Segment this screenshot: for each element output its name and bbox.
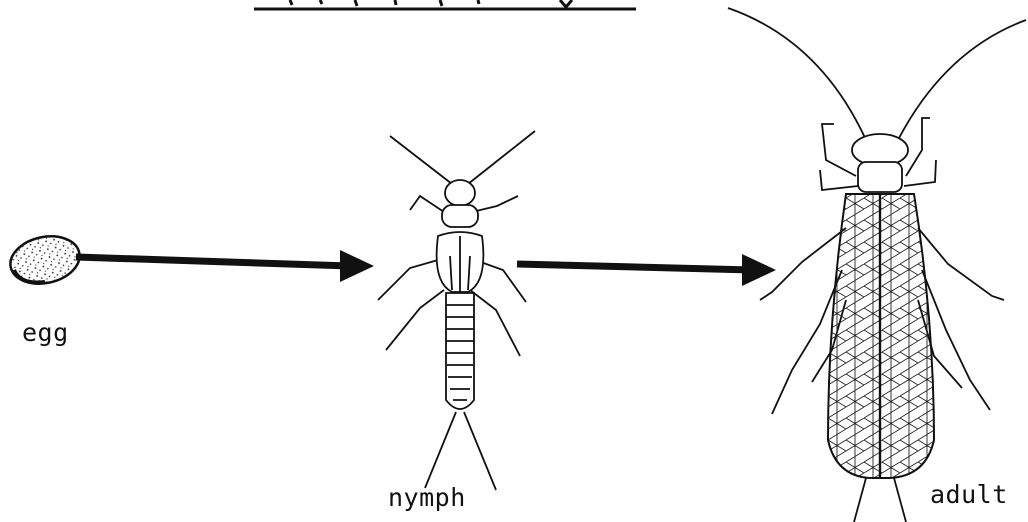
egg-label: egg [22, 318, 69, 347]
adult-label: adult [930, 480, 1008, 509]
nymph-illustration [378, 131, 535, 490]
arrow-egg-to-nymph [76, 250, 374, 282]
arrow-nymph-to-adult [517, 254, 776, 286]
title-fragment [290, 0, 572, 7]
egg-illustration [6, 230, 84, 290]
adult-illustration [728, 8, 1026, 522]
nymph-label: nymph [388, 483, 466, 512]
